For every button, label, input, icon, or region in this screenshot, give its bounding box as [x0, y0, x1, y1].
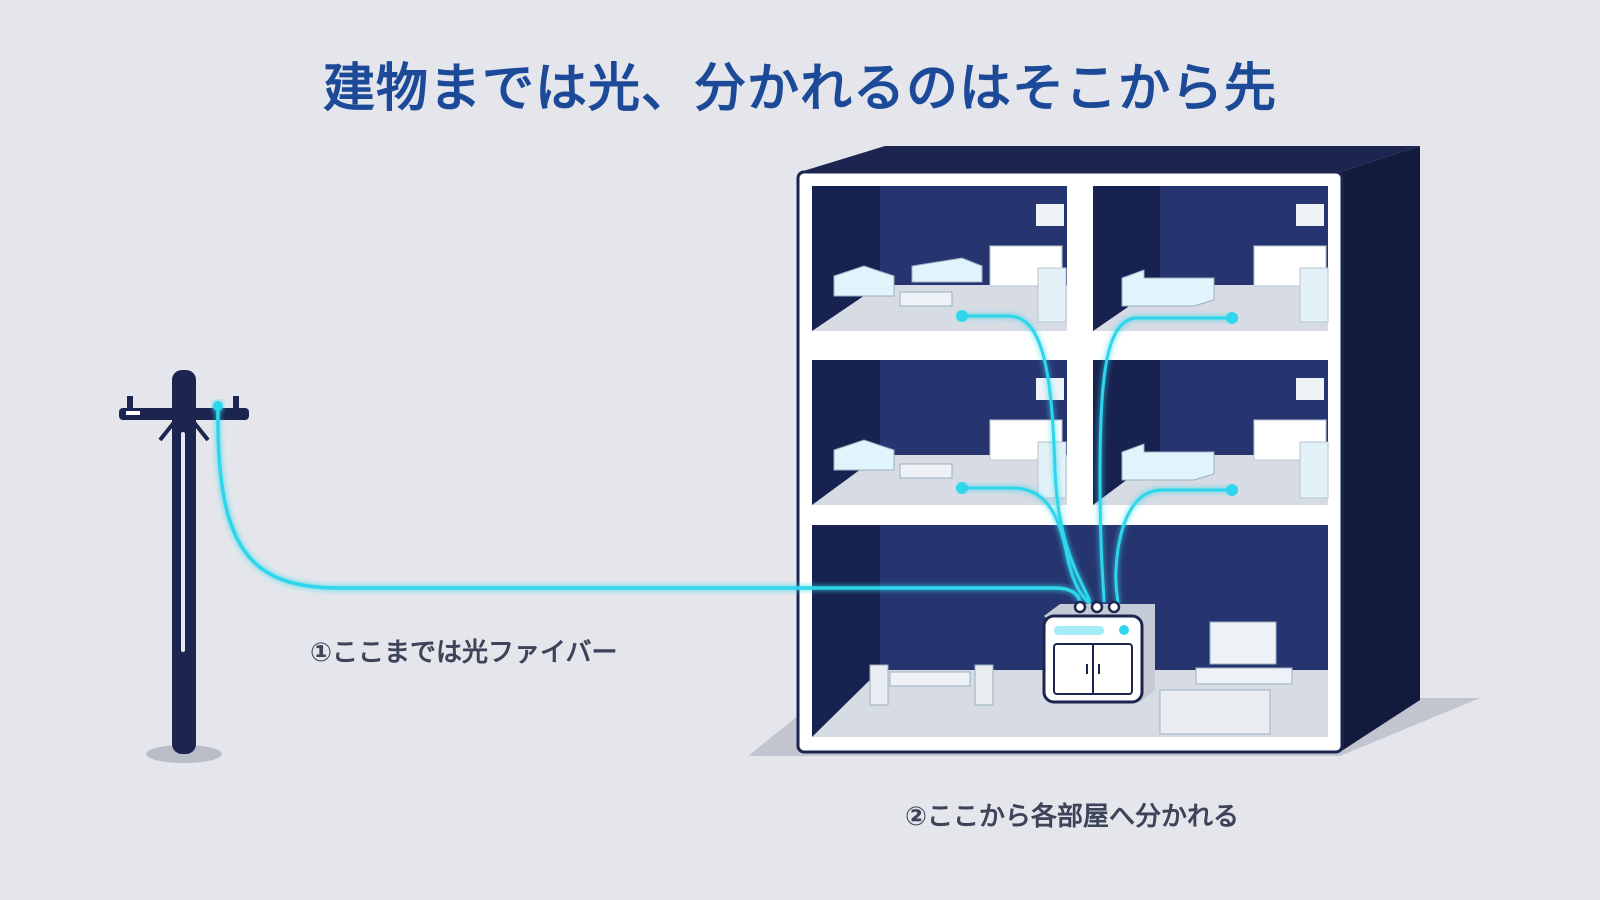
- room-outlets: [956, 310, 1238, 496]
- fiber-label: ①ここまでは光ファイバー: [310, 638, 618, 668]
- fiber-cable-main: [216, 405, 1082, 603]
- branch-cables: [962, 314, 1232, 606]
- room-top-left: [812, 186, 1067, 331]
- optical-splitter-icon: [1042, 600, 1155, 704]
- fiber-entry-point: [213, 401, 223, 411]
- room-top-right: [1093, 186, 1329, 331]
- branch-label: ②ここから各部屋へ分かれる: [905, 802, 1240, 832]
- building-icon: [796, 146, 1420, 754]
- room-middle-right: [1093, 360, 1329, 505]
- diagram-title: 建物までは光、分かれるのはそこから先: [322, 59, 1277, 119]
- utility-pole-icon: [119, 370, 249, 763]
- room-middle-left: [812, 360, 1067, 505]
